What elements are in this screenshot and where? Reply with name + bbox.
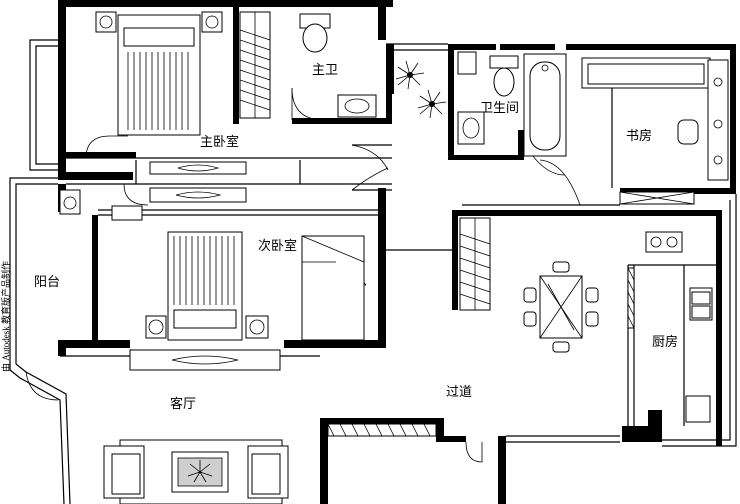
master-closet [239, 11, 271, 119]
shoe-cabinet [459, 217, 491, 311]
label-living-room: 客厅 [170, 396, 196, 411]
washing-machine [59, 189, 143, 221]
partitions [60, 60, 716, 426]
room-labels: 主卧室 主卫 次卧室 卫生间 书房 阳台 厨房 客厅 过道 由 Autodesk… [0, 62, 678, 411]
label-bathroom: 卫生间 [480, 100, 519, 115]
study-furniture [581, 57, 729, 205]
master-bed [95, 11, 223, 136]
master-bath-fixtures [299, 13, 377, 118]
living-room-sofa-set [103, 439, 289, 504]
kitchen-fixtures [627, 231, 713, 423]
label-master-bath: 主卫 [312, 62, 338, 77]
dining-table [523, 261, 599, 353]
label-corridor: 过道 [446, 384, 472, 399]
autodesk-watermark: 由 Autodesk 教育版产品制作 [0, 261, 11, 372]
walls [58, 0, 736, 504]
second-bed [145, 231, 269, 341]
outer-outline [9, 39, 737, 504]
tv-cabinet [129, 349, 281, 371]
second-bedroom-closet [301, 235, 365, 341]
label-second-bedroom: 次卧室 [258, 238, 297, 253]
master-bedroom-dresser [149, 161, 247, 175]
label-kitchen: 厨房 [652, 334, 678, 349]
label-study: 书房 [626, 128, 652, 143]
label-master-bedroom: 主卧室 [200, 134, 239, 149]
bathroom-fixtures [457, 51, 567, 157]
second-bedroom-desk [149, 187, 247, 203]
label-balcony: 阳台 [34, 274, 60, 289]
plants [395, 60, 447, 119]
corridor-cabinet [327, 423, 437, 437]
